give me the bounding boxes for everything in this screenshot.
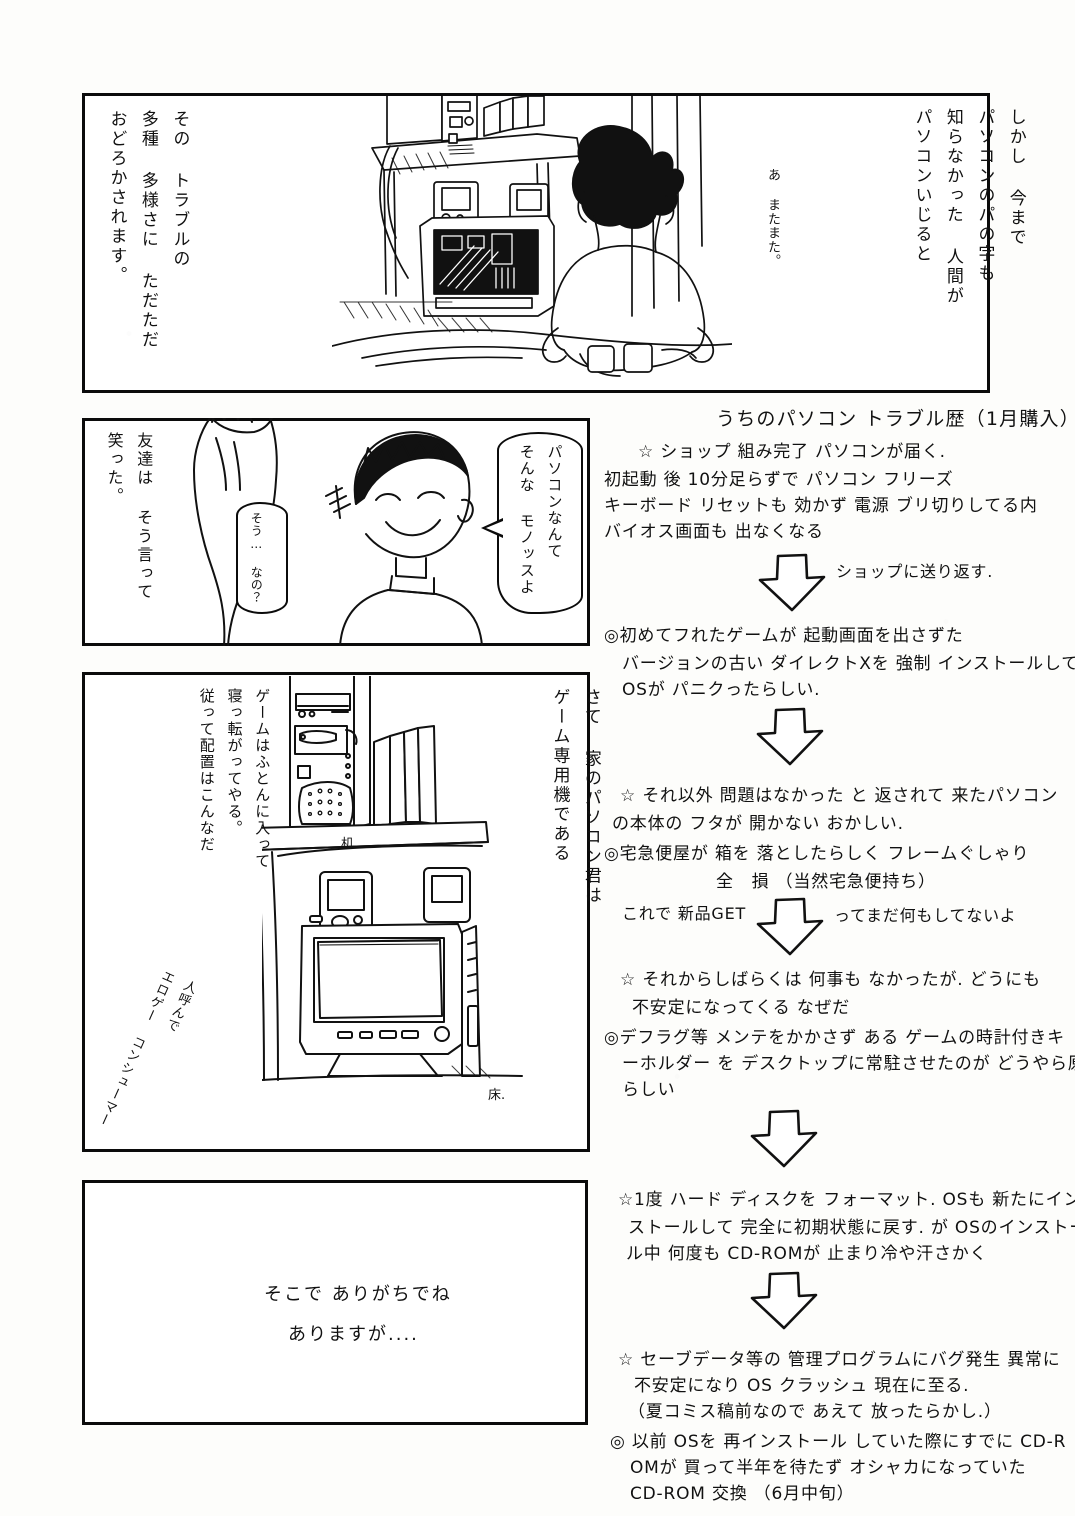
log-entry-6-line-1: ◎デフラグ等 メンテをかかさず ある ゲームの時計付きキ bbox=[604, 1028, 1065, 1048]
panel-2-speech-bubble-text: パソコンなんて そんな モノッスよ bbox=[517, 444, 564, 596]
manga-panel-4 bbox=[82, 1180, 588, 1425]
log-entry-7-line-3: ル中 何度も CD-ROMが 止まり冷や汗さかく bbox=[626, 1244, 988, 1264]
log-entry-1-line-2: 初起動 後 10分足らずで パソコン フリーズ bbox=[604, 470, 954, 490]
log-entry-9-line-1: ◎ 以前 OSを 再インストール していた際にすでに CD-R bbox=[610, 1432, 1067, 1452]
log-entry-2-line-1: ◎初めてフれたゲームが 起動画面を出さずた bbox=[604, 626, 964, 646]
panel-2-speech-bubble-small-text: そう… なの？ bbox=[249, 512, 264, 604]
trouble-log-title: うちのパソコン トラブル歴（1月購入） bbox=[716, 408, 1075, 430]
log-entry-2-line-3: OSが パニクったらしい. bbox=[622, 680, 821, 700]
log-entry-1-line-1: ☆ ショップ 組み完了 パソコンが届く. bbox=[638, 442, 946, 462]
log-entry-6-line-3: らしい bbox=[622, 1080, 676, 1100]
panel-3-label-desk: 机. bbox=[341, 837, 359, 852]
log-entry-7-line-2: ストールして 完全に初期状態に戻す. が OSのインストー bbox=[628, 1218, 1075, 1238]
down-arrow-1 bbox=[754, 552, 830, 614]
log-entry-1-line-4: バイオス画面も 出なくなる bbox=[604, 522, 824, 542]
log-entry-3-line-2: の本体の フタが 開かない おかしい. bbox=[612, 814, 904, 834]
panel-3-caption-right: さて 家のパソコン君は ゲーム専用機である bbox=[549, 688, 601, 906]
down-arrow-3 bbox=[752, 896, 828, 958]
log-arrow-note-left: これで 新品GET bbox=[622, 904, 747, 923]
panel-3-caption-middle: ゲームはふとんに入って 寝っ転がってやる。 従って配置はこんなだ bbox=[197, 688, 272, 870]
log-entry-9-line-3: CD-ROM 交換 （6月中旬） bbox=[630, 1484, 855, 1504]
log-entry-5-line-1: ☆ それからしばらくは 何事も なかったが. どうにも bbox=[620, 970, 1041, 990]
bubble-shape-small bbox=[236, 502, 288, 614]
log-entry-2-line-2: バージョンの古い ダイレクトXを 強制 インストールして bbox=[622, 654, 1075, 674]
panel-3-label-floor: 床. bbox=[488, 1088, 506, 1103]
panel-1-sfx: あ またまた。 bbox=[765, 168, 781, 268]
log-entry-8-line-2: 不安定になり OS クラッシュ 現在に至る. bbox=[634, 1376, 970, 1396]
manga-panel-1 bbox=[82, 93, 990, 393]
panel-2-caption-left: 友達は そう言って 笑った。 bbox=[104, 432, 154, 602]
down-arrow-2 bbox=[752, 706, 828, 768]
log-entry-9-line-2: OMが 買って半年を待たず オシャカになっていた bbox=[630, 1458, 1027, 1478]
panel-2-speech-bubble-small bbox=[236, 502, 288, 614]
log-entry-8-line-3: （夏コミス稿前なので あえて 放ったらかし.） bbox=[628, 1402, 1002, 1422]
log-entry-3-line-1: ☆ それ以外 問題はなかった と 返されて 来たパソコン bbox=[620, 786, 1059, 806]
log-arrow-note-1: ショップに送り返す. bbox=[836, 562, 994, 581]
down-arrow-5 bbox=[746, 1270, 822, 1332]
panel-1-caption-left: その トラブルの 多種 多様さに ただただ おどろかされます。 bbox=[106, 110, 190, 350]
log-entry-4-line-2: 全 損 （当然宅急便持ち） bbox=[716, 872, 936, 892]
log-entry-4-line-1: ◎宅急便屋が 箱を 落としたらしく フレームぐしゃり bbox=[604, 844, 1030, 864]
log-entry-6-line-2: ーホルダー を デスクトップに常駐させたのが どうやら原因 bbox=[622, 1054, 1075, 1074]
panel-1-caption-right: しかし 今まで パソコンのパの字も 知らなかった 人間が パソコンいじると bbox=[911, 108, 1026, 306]
trouble-log-column: うちのパソコン トラブル歴（1月購入） ☆ ショップ 組み完了 パソコンが届く.… bbox=[604, 404, 1075, 1514]
log-entry-5-line-2: 不安定になってくる なぜだ bbox=[632, 998, 851, 1018]
log-arrow-note-right: ってまだ何もしてないよ bbox=[834, 906, 1017, 925]
log-entry-1-line-3: キーボード リセットも 効かず 電源 ブリ切りしてる内 bbox=[604, 496, 1038, 516]
panel-2-speech-bubble bbox=[481, 432, 583, 614]
log-entry-7-line-1: ☆1度 ハード ディスクを フォーマット. OSも 新たにイン bbox=[618, 1190, 1075, 1210]
down-arrow-4 bbox=[746, 1108, 822, 1170]
panel-4-line-2: ありますが.... bbox=[288, 1324, 419, 1345]
panel-4-line-1: そこで ありがちでね bbox=[264, 1284, 452, 1305]
log-entry-8-line-1: ☆ セーブデータ等の 管理プログラムにバグ発生 異常に bbox=[618, 1350, 1061, 1370]
bubble-tail-inner bbox=[486, 521, 503, 535]
